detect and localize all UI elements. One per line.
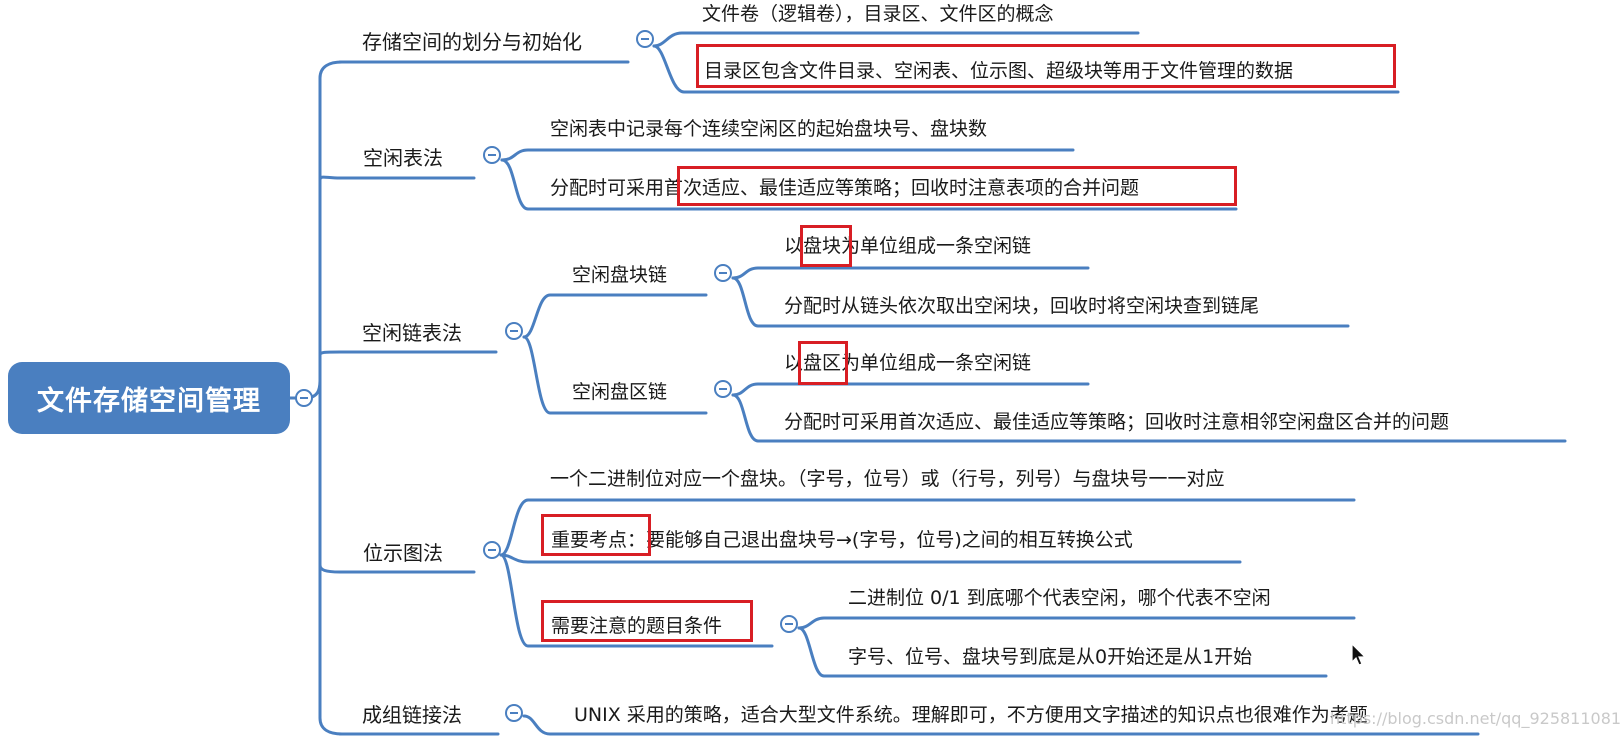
free-block-chain-collapse-icon[interactable]	[714, 264, 732, 282]
highlight-box	[696, 44, 1396, 88]
watermark: https://blog.csdn.net/qq_925811081	[1330, 709, 1621, 728]
leaf-bit-per-block[interactable]: 一个二进制位对应一个盘块。（字号，位号）或（行号，列号）与盘块号一一对应	[550, 468, 1225, 490]
leaf-bit-meaning[interactable]: 二进制位 0/1 到底哪个代表空闲，哪个代表不空闲	[848, 587, 1271, 609]
branch-grouped-linking[interactable]: 成组链接法	[362, 703, 462, 727]
sub-free-block-chain[interactable]: 空闲盘块链	[572, 264, 668, 286]
highlight-box	[677, 166, 1237, 206]
leaf-unix-strategy[interactable]: UNIX 采用的策略，适合大型文件系统。理解即可，不方便用文字描述的知识点也很难…	[574, 704, 1368, 726]
highlight-box	[800, 225, 852, 267]
sub-free-extent-chain[interactable]: 空闲盘区链	[572, 381, 668, 403]
free-linked-list-collapse-icon[interactable]	[505, 322, 523, 340]
connector-lines	[288, 31, 1567, 736]
leaf-free-table-record[interactable]: 空闲表中记录每个连续空闲区的起始盘块号、盘块数	[550, 118, 988, 140]
leaf-extent-alloc[interactable]: 分配时可采用首次适应、最佳适应等策略；回收时注意相邻空闲盘区合并的问题	[784, 411, 1450, 433]
branch-free-linked-list[interactable]: 空闲链表法	[362, 321, 462, 345]
branch-free-table[interactable]: 空闲表法	[363, 146, 443, 170]
grouped-linking-collapse-icon[interactable]	[505, 704, 523, 722]
root-label: 文件存储空间管理	[37, 385, 261, 417]
sub-question-conditions[interactable]: 需要注意的题目条件	[551, 615, 723, 637]
storage-partition-collapse-icon[interactable]	[636, 30, 654, 48]
bitmap-collapse-icon[interactable]	[483, 541, 501, 559]
leaf-free-table-alloc[interactable]: 分配时可采用首次适应、最佳适应等策略；回收时注意表项的合并问题	[550, 177, 1140, 199]
branch-storage-partition[interactable]: 存储空间的划分与初始化	[362, 30, 582, 54]
root-collapse-icon[interactable]	[295, 389, 313, 407]
leaf-key-point[interactable]: 重要考点：要能够自己退出盘块号→(字号，位号)之间的相互转换公式	[551, 529, 1133, 551]
free-table-collapse-icon[interactable]	[483, 146, 501, 164]
mouse-cursor-icon	[1351, 642, 1367, 666]
leaf-index-start[interactable]: 字号、位号、盘块号到底是从0开始还是从1开始	[848, 646, 1253, 668]
highlight-box	[798, 341, 848, 385]
leaf-block-unit[interactable]: 以盘块为单位组成一条空闲链	[784, 235, 1032, 257]
highlight-box	[541, 514, 651, 556]
highlight-box	[541, 600, 753, 642]
leaf-block-alloc[interactable]: 分配时从链头依次取出空闲块，回收时将空闲块查到链尾	[784, 295, 1260, 317]
free-extent-chain-collapse-icon[interactable]	[714, 380, 732, 398]
root-node[interactable]: 文件存储空间管理	[8, 362, 290, 434]
question-conditions-collapse-icon[interactable]	[780, 615, 798, 633]
leaf-directory-area[interactable]: 目录区包含文件目录、空闲表、位示图、超级块等用于文件管理的数据	[704, 60, 1294, 82]
leaf-volume-concept[interactable]: 文件卷（逻辑卷），目录区、文件区的概念	[702, 3, 1054, 25]
branch-bitmap[interactable]: 位示图法	[363, 541, 443, 565]
